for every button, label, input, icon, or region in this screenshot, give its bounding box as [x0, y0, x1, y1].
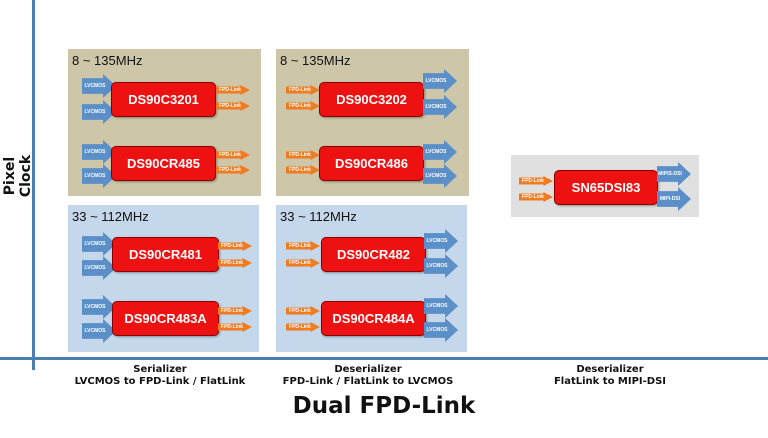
lvcmos-output-arrow: LVCMOS — [424, 294, 458, 318]
fpd-output-arrow: FPD-Link — [218, 258, 252, 268]
chip-ds90cr481: DS90CR481 — [112, 237, 219, 272]
fpd-output-arrow: FPD-Link — [218, 241, 252, 251]
lvcmos-input-arrow: LVCMOS — [82, 295, 116, 319]
column-label-deserializer-mipi: Deserializer FlatLink to MIPI-DSI — [510, 364, 710, 388]
lvcmos-input-arrow: LVCMOS — [82, 256, 116, 280]
panel-deserializer-high: 33 ~ 112MHz FPD-Link FPD-Link DS90CR482 … — [276, 205, 467, 352]
frequency-label: 33 ~ 112MHz — [280, 209, 357, 224]
y-axis-line — [32, 0, 35, 370]
fpd-input-arrow: FPD-Link — [519, 176, 553, 186]
panel-serializer-high: 33 ~ 112MHz LVCMOS LVCMOS DS90CR481 FPD-… — [68, 205, 259, 352]
lvcmos-input-arrow: LVCMOS — [82, 164, 116, 188]
column-label-line2: LVCMOS to FPD-Link / FlatLink — [74, 376, 246, 387]
fpd-input-arrow: FPD-Link — [286, 165, 320, 175]
chip-ds90cr482: DS90CR482 — [321, 237, 426, 272]
mipi-output-arrow: MIPI-DSI — [657, 187, 691, 211]
fpd-output-arrow: FPD-Link — [218, 322, 252, 332]
frequency-label: 8 ~ 135MHz — [280, 53, 351, 68]
column-label-deserializer-lvcmos: Deserializer FPD-Link / FlatLink to LVCM… — [258, 364, 478, 388]
fpd-input-arrow: FPD-Link — [286, 306, 320, 316]
fpd-input-arrow: FPD-Link — [286, 101, 320, 111]
column-label-line2: FlatLink to MIPI-DSI — [553, 376, 667, 387]
y-axis-label: Pixel Clock — [2, 154, 34, 198]
lvcmos-output-arrow: LVCMOS — [423, 140, 457, 164]
chip-ds90c3202: DS90C3202 — [319, 82, 424, 117]
lvcmos-input-arrow: LVCMOS — [82, 232, 116, 256]
fpd-input-arrow: FPD-Link — [519, 192, 553, 202]
lvcmos-input-arrow: LVCMOS — [82, 319, 116, 343]
frequency-label: 33 ~ 112MHz — [72, 209, 149, 224]
fpd-input-arrow: FPD-Link — [286, 322, 320, 332]
column-label-serializer: Serializer LVCMOS to FPD-Link / FlatLink — [40, 364, 280, 388]
column-label-line1: Serializer — [133, 364, 187, 375]
x-axis-line — [0, 357, 768, 360]
fpd-input-arrow: FPD-Link — [286, 258, 320, 268]
lvcmos-output-arrow: LVCMOS — [423, 164, 457, 188]
fpd-output-arrow: FPD-Link — [216, 150, 250, 160]
chip-ds90cr485: DS90CR485 — [111, 146, 216, 181]
column-label-line2: FPD-Link / FlatLink to LVCMOS — [282, 376, 454, 387]
lvcmos-input-arrow: LVCMOS — [82, 74, 116, 98]
panel-mipi: FPD-Link FPD-Link SN65DSI83 MIPIS-DSI MI… — [511, 155, 699, 217]
panel-deserializer-low: 8 ~ 135MHz FPD-Link FPD-Link DS90C3202 L… — [276, 49, 469, 196]
fpd-input-arrow: FPD-Link — [286, 85, 320, 95]
chip-ds90c3201: DS90C3201 — [111, 82, 216, 117]
lvcmos-input-arrow: LVCMOS — [82, 140, 116, 164]
chip-ds90cr483a: DS90CR483A — [112, 301, 219, 336]
chip-ds90cr484a: DS90CR484A — [321, 301, 426, 336]
fpd-output-arrow: FPD-Link — [216, 165, 250, 175]
fpd-input-arrow: FPD-Link — [286, 150, 320, 160]
lvcmos-output-arrow: LVCMOS — [424, 318, 458, 342]
frequency-label: 8 ~ 135MHz — [72, 53, 143, 68]
mipi-output-arrow: MIPIS-DSI — [657, 162, 691, 186]
lvcmos-output-arrow: LVCMOS — [424, 229, 458, 253]
chip-sn65dsi83: SN65DSI83 — [554, 170, 658, 205]
lvcmos-output-arrow: LVCMOS — [423, 69, 457, 93]
panel-serializer-low: 8 ~ 135MHz LVCMOS LVCMOS DS90C3201 FPD-L… — [68, 49, 261, 196]
fpd-input-arrow: FPD-Link — [286, 241, 320, 251]
fpd-output-arrow: FPD-Link — [216, 101, 250, 111]
fpd-output-arrow: FPD-Link — [218, 306, 252, 316]
x-axis-label: Dual FPD-Link — [292, 393, 476, 419]
lvcmos-output-arrow: LVCMOS — [424, 254, 458, 278]
chip-ds90cr486: DS90CR486 — [319, 146, 424, 181]
lvcmos-input-arrow: LVCMOS — [82, 100, 116, 124]
lvcmos-output-arrow: LVCMOS — [423, 95, 457, 119]
fpd-output-arrow: FPD-Link — [216, 85, 250, 95]
column-label-line1: Deserializer — [334, 364, 402, 375]
column-label-line1: Deserializer — [576, 364, 644, 375]
